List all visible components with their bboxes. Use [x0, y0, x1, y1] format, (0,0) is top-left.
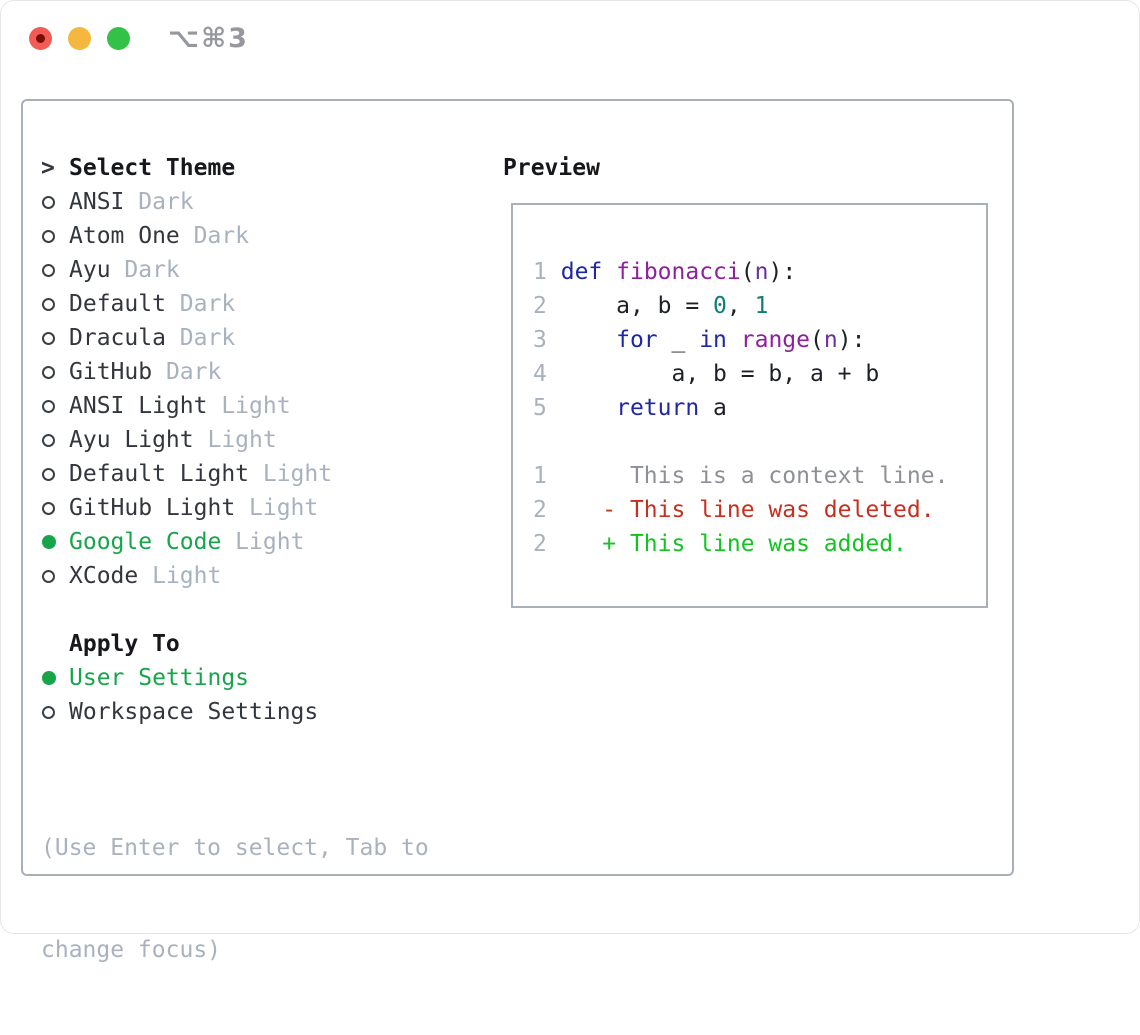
apply-to-label: Workspace Settings [69, 699, 319, 725]
titlebar: ⌥⌘3 [1, 1, 1139, 76]
help-text: (Use Enter to select, Tab to change focu… [41, 763, 429, 1035]
theme-label: GitHub Light [69, 495, 236, 521]
preview-box: 1 def fibonacci(n): 2 a, b = 0, 1 3 for _ … [511, 203, 988, 608]
theme-variant-label: Dark [124, 189, 194, 215]
prompt-icon: > [41, 155, 55, 181]
radio-unselected-icon [41, 331, 69, 345]
theme-option-dracula[interactable]: Dracula Dark [41, 321, 429, 355]
code-line: 4 a, b = b, a + b [533, 361, 880, 387]
code-line [533, 425, 986, 459]
line-number: 1 [533, 259, 547, 285]
theme-variant-label: Dark [165, 291, 236, 317]
code-line: 1 def fibonacci(n): [533, 259, 797, 285]
theme-variant-label: Light [138, 563, 222, 589]
preview-header: Preview [503, 155, 600, 181]
line-number: 4 [533, 361, 547, 387]
radio-unselected-icon [41, 365, 69, 379]
theme-option-ansi[interactable]: ANSI Dark [41, 185, 429, 219]
theme-variant-label: Dark [110, 257, 180, 283]
radio-unselected-icon [41, 399, 69, 413]
select-theme-header: > Select Theme [41, 151, 429, 185]
theme-label: Atom One [69, 223, 180, 249]
code-preview: 1 def fibonacci(n): 2 a, b = 0, 1 3 for _ … [513, 205, 986, 561]
theme-variant-label: Light [235, 495, 319, 521]
theme-label: Default Light [69, 461, 250, 487]
theme-option-google-code[interactable]: Google Code Light [41, 525, 429, 559]
help-line-2: change focus) [41, 937, 222, 963]
theme-variant-label: Light [221, 529, 305, 555]
theme-label: ANSI Light [69, 393, 208, 419]
radio-selected-icon [41, 535, 69, 549]
theme-label: Ayu [69, 257, 111, 283]
theme-option-ayu[interactable]: Ayu Dark [41, 253, 429, 287]
radio-unselected-icon [41, 501, 69, 515]
apply-to-option-workspace-settings[interactable]: Workspace Settings [41, 695, 429, 729]
theme-option-atom-one[interactable]: Atom One Dark [41, 219, 429, 253]
spacer [41, 729, 429, 763]
line-number: 1 [533, 463, 547, 489]
theme-option-default[interactable]: Default Dark [41, 287, 429, 321]
theme-label: Ayu Light [69, 427, 194, 453]
line-number: 5 [533, 395, 547, 421]
theme-variant-label: Light [207, 393, 291, 419]
line-number: 2 [533, 531, 547, 557]
radio-unselected-icon [41, 297, 69, 311]
theme-label: ANSI [69, 189, 125, 215]
theme-variant-label: Dark [165, 325, 236, 351]
window-title: ⌥⌘3 [168, 23, 249, 54]
code-line: 2 a, b = 0, 1 [533, 293, 769, 319]
theme-label: XCode [69, 563, 139, 589]
help-line-1: (Use Enter to select, Tab to [41, 835, 429, 861]
theme-label: Dracula [69, 325, 166, 351]
radio-unselected-icon [41, 433, 69, 447]
select-theme-title: Select Theme [69, 155, 236, 181]
radio-unselected-icon [41, 467, 69, 481]
minimize-button[interactable] [68, 27, 91, 50]
apply-to-label: User Settings [69, 665, 250, 691]
radio-selected-icon [41, 671, 69, 685]
theme-option-ansi-light[interactable]: ANSI Light Light [41, 389, 429, 423]
line-number: 2 [533, 293, 547, 319]
theme-variant-label: Dark [179, 223, 250, 249]
theme-option-xcode[interactable]: XCode Light [41, 559, 429, 593]
line-number: 2 [533, 497, 547, 523]
theme-label: GitHub [69, 359, 153, 385]
theme-variant-label: Dark [152, 359, 222, 385]
theme-option-github[interactable]: GitHub Dark [41, 355, 429, 389]
code-line: 3 for _ in range(n): [533, 327, 866, 353]
radio-unselected-icon [41, 569, 69, 583]
radio-unselected-icon [41, 263, 69, 277]
traffic-lights [29, 27, 130, 50]
diff-line-added: 2 + This line was added. [533, 531, 907, 557]
theme-option-ayu-light[interactable]: Ayu Light Light [41, 423, 429, 457]
diff-line-context: 1 This is a context line. [533, 463, 949, 489]
theme-option-github-light[interactable]: GitHub Light Light [41, 491, 429, 525]
apply-to-title: Apply To [69, 631, 180, 657]
close-button[interactable] [29, 27, 52, 50]
theme-variant-label: Light [193, 427, 277, 453]
radio-unselected-icon [41, 705, 69, 719]
diff-line-deleted: 2 - This line was deleted. [533, 497, 935, 523]
apply-to-option-user-settings[interactable]: User Settings [41, 661, 429, 695]
zoom-button[interactable] [107, 27, 130, 50]
theme-option-default-light[interactable]: Default Light Light [41, 457, 429, 491]
apply-to-header: Apply To [41, 627, 429, 661]
theme-variant-label: Light [249, 461, 333, 487]
theme-label: Default [69, 291, 166, 317]
radio-unselected-icon [41, 195, 69, 209]
code-line: 5 return a [533, 395, 727, 421]
line-number: 3 [533, 327, 547, 353]
close-dot-icon [36, 34, 45, 43]
theme-label: Google Code [69, 529, 222, 555]
radio-unselected-icon [41, 229, 69, 243]
spacer [41, 593, 429, 627]
